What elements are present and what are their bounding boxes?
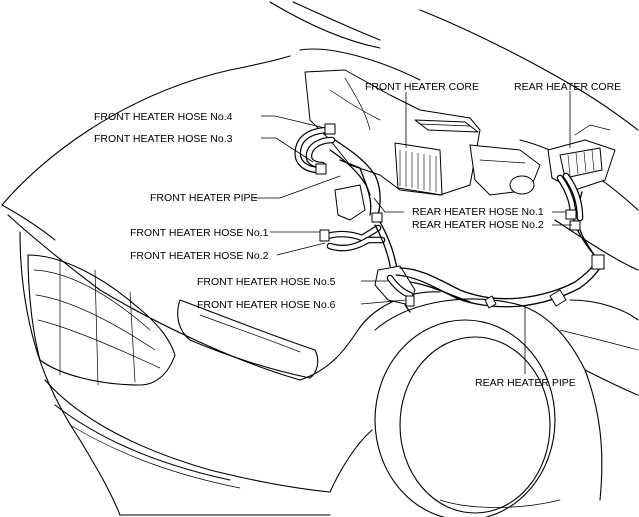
front-heater-pipe-parts bbox=[319, 139, 399, 279]
leader-lines bbox=[254, 91, 572, 374]
label-rear-heater-pipe: REAR HEATER PIPE bbox=[475, 377, 576, 389]
label-front-heater-hose-no4: FRONT HEATER HOSE No.4 bbox=[94, 111, 233, 123]
label-rear-heater-core: REAR HEATER CORE bbox=[514, 81, 621, 93]
label-front-heater-hose-no1: FRONT HEATER HOSE No.1 bbox=[130, 227, 269, 239]
label-front-heater-hose-no3: FRONT HEATER HOSE No.3 bbox=[94, 133, 233, 145]
front-heater-hose-no5-no6-parts bbox=[374, 265, 416, 313]
rear-heater-pipe-parts bbox=[395, 172, 605, 309]
front-heater-hose-no3-no4-parts bbox=[294, 123, 336, 175]
callout-labels: FRONT HEATER CORE REAR HEATER CORE FRONT… bbox=[94, 81, 621, 389]
label-rear-heater-hose-no1: REAR HEATER HOSE No.1 bbox=[412, 206, 544, 218]
label-front-heater-core: FRONT HEATER CORE bbox=[365, 81, 479, 93]
label-front-heater-hose-no6: FRONT HEATER HOSE No.6 bbox=[197, 299, 336, 311]
label-front-heater-hose-no2: FRONT HEATER HOSE No.2 bbox=[130, 250, 269, 262]
front-heater-core-unit bbox=[304, 69, 541, 196]
label-front-heater-hose-no5: FRONT HEATER HOSE No.5 bbox=[197, 276, 336, 288]
label-front-heater-pipe: FRONT HEATER PIPE bbox=[150, 192, 258, 204]
label-rear-heater-hose-no2: REAR HEATER HOSE No.2 bbox=[412, 219, 544, 231]
